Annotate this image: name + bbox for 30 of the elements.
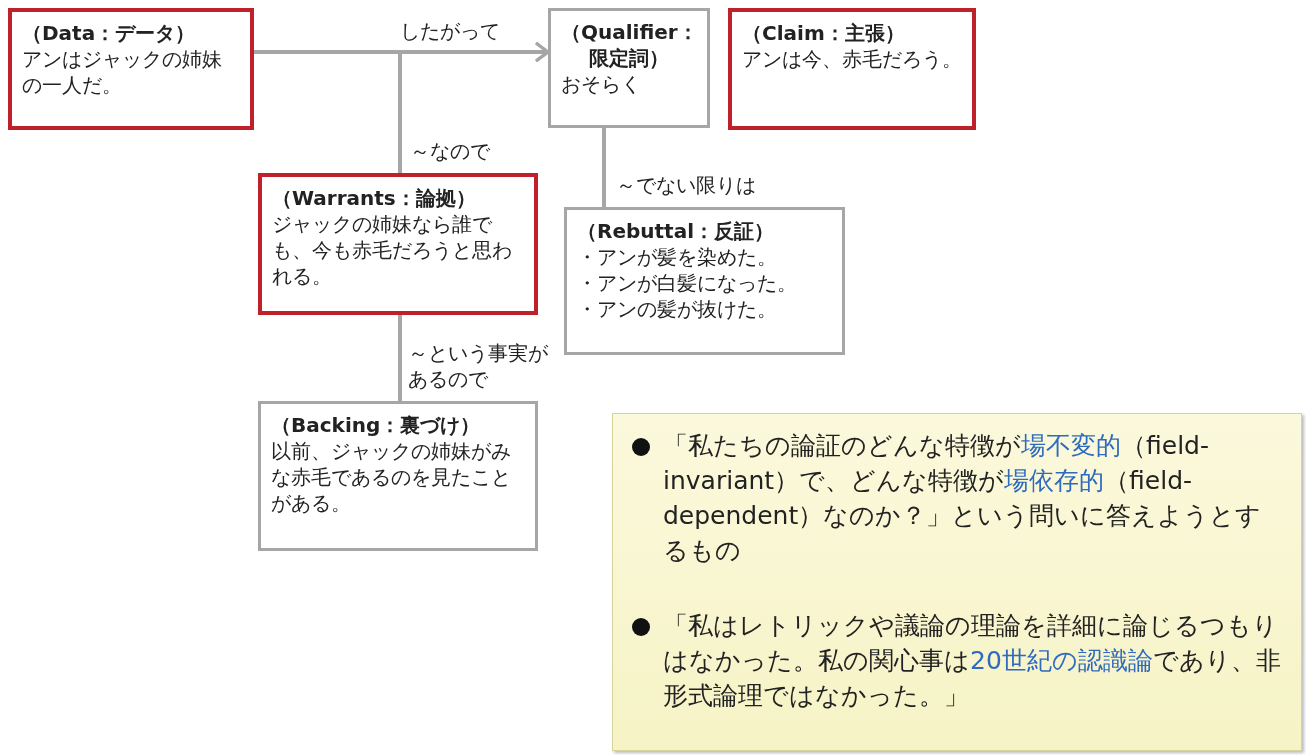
box-text: 以前、ジャックの姉妹がみな赤毛であるのを見たことがある。 (271, 438, 512, 516)
element-box (564, 207, 845, 355)
box-text: ・アンが白髪になった。 (577, 270, 798, 296)
box-text: アンはジャックの姉妹の一人だ。 (22, 46, 223, 98)
box-heading: （Rebuttal：反証） (577, 218, 775, 244)
element-box (548, 8, 710, 128)
element-box (258, 401, 538, 551)
box-heading: （Data：データ） (22, 20, 197, 46)
connector-line (398, 315, 402, 401)
note-text: 「私はレトリックや議論の理論を詳細に論じるつもりはなかった。私の関心事は20世紀の認識論であり、非形式論理ではなかった。」 (663, 610, 1282, 712)
edge-label: したがって (400, 18, 501, 44)
note-text: 「私たちの論証のどんな特徴が場不変的（field-invariant）で、どんな特徴が場依存的（field-dependent）なのか？」という問いに答えようとするもの (663, 430, 1263, 567)
box-text: アンは今、赤毛だろう。 (742, 46, 962, 72)
box-text: ・アンの髪が抜けた。 (577, 296, 778, 322)
box-heading: （Qualifier：限定詞） (561, 19, 697, 71)
box-text: ・アンが髪を染めた。 (577, 244, 778, 270)
edge-label: ～という事実があるので (408, 340, 549, 392)
connector-line (602, 128, 606, 207)
box-heading: （Claim：主張） (742, 20, 906, 46)
box-heading: （Warrants：論拠） (272, 185, 477, 211)
key-element-box (728, 8, 976, 130)
box-text: おそらく (561, 71, 642, 97)
arrow (398, 41, 550, 173)
key-element-box (258, 173, 538, 315)
edge-label: ～でない限りは (616, 172, 757, 198)
note-box (612, 413, 1302, 751)
key-element-box (8, 8, 254, 130)
edge-label: ～なので (410, 138, 491, 164)
box-text: ジャックの姉妹なら誰でも、今も赤毛だろうと思われる。 (272, 211, 513, 289)
box-heading: （Backing：裏づけ） (271, 412, 482, 438)
